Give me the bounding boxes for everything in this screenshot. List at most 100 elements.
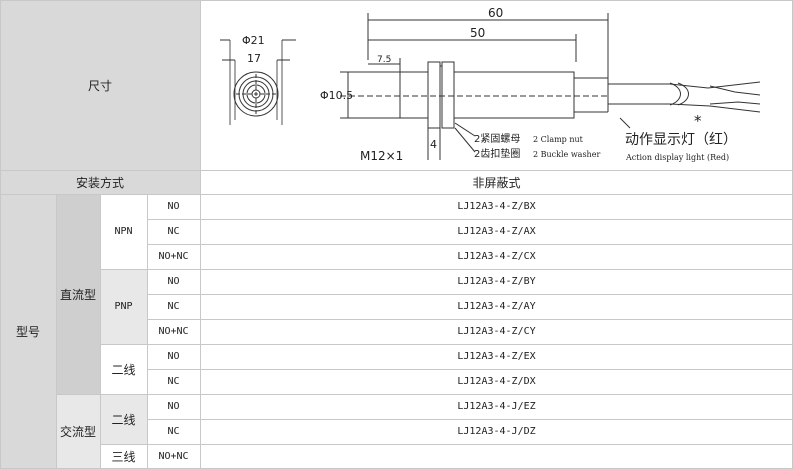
output-type: NO+NC: [158, 451, 189, 462]
grid-line: [147, 219, 793, 220]
pnp-label: PNP: [114, 301, 133, 312]
grid-line: [147, 369, 793, 370]
side-view: [340, 13, 761, 160]
pnp-cell: PNP: [100, 269, 147, 344]
output-type: NC: [167, 426, 180, 437]
output-cell: NO: [147, 269, 200, 294]
model-number: LJ12A3-4-Z/EX: [457, 351, 536, 362]
model-number: LJ12A3-4-Z/BX: [457, 201, 536, 212]
output-type: NO: [167, 201, 180, 212]
output-cell: NO: [147, 344, 200, 369]
grid-line: [200, 194, 201, 469]
model-label: 型号: [15, 325, 40, 339]
model-cell: LJ12A3-4-Z/CY: [200, 319, 793, 344]
washer-cn: 2齿扣垫圈: [474, 147, 520, 160]
model-number: LJ12A3-4-J/DZ: [457, 426, 536, 437]
output-cell: NO+NC: [147, 444, 200, 469]
model-number: LJ12A3-4-Z/DX: [457, 376, 536, 387]
mount-value-cell: 非屏蔽式: [200, 170, 793, 194]
dim-phi21: Φ21: [242, 34, 265, 47]
sensor-dimension-drawing: Φ21 17: [220, 6, 761, 163]
output-type: NC: [167, 226, 180, 237]
washer-en: 2 Buckle washer: [533, 150, 600, 159]
grid-line: [0, 0, 1, 469]
grid-line: [147, 419, 793, 420]
model-number: LJ12A3-4-Z/BY: [457, 276, 536, 287]
three-wire-ac-cell: 三线: [100, 444, 147, 469]
dim-nut: 4: [430, 138, 437, 151]
led-star: *: [694, 112, 702, 130]
output-type: NC: [167, 301, 180, 312]
model-number: LJ12A3-4-Z/AY: [457, 301, 536, 312]
grid-line: [100, 444, 793, 445]
clamp-nut-en: 2 Clamp nut: [533, 135, 584, 144]
dim-17: 17: [247, 52, 261, 65]
output-type: NO: [167, 401, 180, 412]
dc-group-cell: 直流型: [56, 194, 100, 394]
grid-line: [147, 319, 793, 320]
output-cell: NO+NC: [147, 319, 200, 344]
two-wire-ac-label: 二线: [111, 412, 136, 427]
model-cell: LJ12A3-4-Z/BY: [200, 269, 793, 294]
model-cell: LJ12A3-4-J/EZ: [200, 394, 793, 419]
output-cell: NC: [147, 219, 200, 244]
two-wire-dc-label: 二线: [111, 362, 136, 377]
dim-total: 60: [488, 6, 503, 20]
grid-line: [100, 269, 793, 270]
grid-line: [0, 194, 793, 195]
output-type: NC: [167, 376, 180, 387]
output-type: NO+NC: [158, 326, 189, 337]
ac-group-cell: 交流型: [56, 394, 100, 469]
mount-label: 安装方式: [75, 175, 124, 190]
grid-line: [147, 244, 793, 245]
model-cell: LJ12A3-4-Z/DX: [200, 369, 793, 394]
model-cell: LJ12A3-4-Z/AX: [200, 219, 793, 244]
output-type: NO: [167, 276, 180, 287]
output-cell: NO: [147, 394, 200, 419]
dim-thread-spec: M12×1: [360, 149, 403, 163]
dc-group-label: 直流型: [59, 287, 96, 302]
output-cell: NO: [147, 194, 200, 219]
dim-phi105: Φ10.5: [320, 89, 353, 102]
output-type: NO+NC: [158, 251, 189, 262]
two-wire-ac-cell: 二线: [100, 394, 147, 444]
model-number: LJ12A3-4-Z/CX: [457, 251, 536, 262]
grid-line: [147, 194, 148, 469]
grid-line: [56, 394, 793, 395]
model-cell: LJ12A3-4-Z/BX: [200, 194, 793, 219]
two-wire-dc-cell: 二线: [100, 344, 147, 394]
model-label-cell: 型号: [0, 194, 56, 469]
npn-label: NPN: [114, 226, 133, 237]
output-cell: NC: [147, 369, 200, 394]
output-cell: NC: [147, 294, 200, 319]
grid-line: [200, 0, 201, 194]
led-label-en: Action display light (Red): [625, 153, 729, 162]
grid-line: [56, 194, 57, 469]
model-number: LJ12A3-4-J/EZ: [457, 401, 536, 412]
model-cell: LJ12A3-4-Z/EX: [200, 344, 793, 369]
mount-label-cell: 安装方式: [0, 170, 200, 194]
ac-group-label: 交流型: [59, 425, 96, 439]
npn-cell: NPN: [100, 194, 147, 269]
dim-thread: 7.5: [377, 55, 391, 65]
output-cell: NO+NC: [147, 244, 200, 269]
model-cell: [200, 444, 793, 469]
grid-line: [0, 0, 793, 1]
front-view: [220, 39, 296, 125]
three-wire-ac-label: 三线: [111, 450, 136, 464]
grid-line: [147, 294, 793, 295]
clamp-nut-cn: 2紧固螺母: [474, 133, 520, 145]
grid-line: [0, 170, 793, 171]
model-cell: LJ12A3-4-Z/CX: [200, 244, 793, 269]
model-number: LJ12A3-4-Z/CY: [457, 326, 536, 337]
model-number: LJ12A3-4-Z/AX: [457, 226, 536, 237]
model-cell: LJ12A3-4-Z/AY: [200, 294, 793, 319]
dim-body: 50: [470, 26, 485, 40]
output-cell: NC: [147, 419, 200, 444]
led-label-cn: 动作显示灯（红）: [625, 132, 737, 148]
output-type: NO: [167, 351, 180, 362]
mount-value: 非屏蔽式: [472, 175, 521, 190]
size-label-cell: 尺寸: [0, 0, 200, 170]
grid-line: [100, 344, 793, 345]
size-label: 尺寸: [87, 78, 112, 93]
